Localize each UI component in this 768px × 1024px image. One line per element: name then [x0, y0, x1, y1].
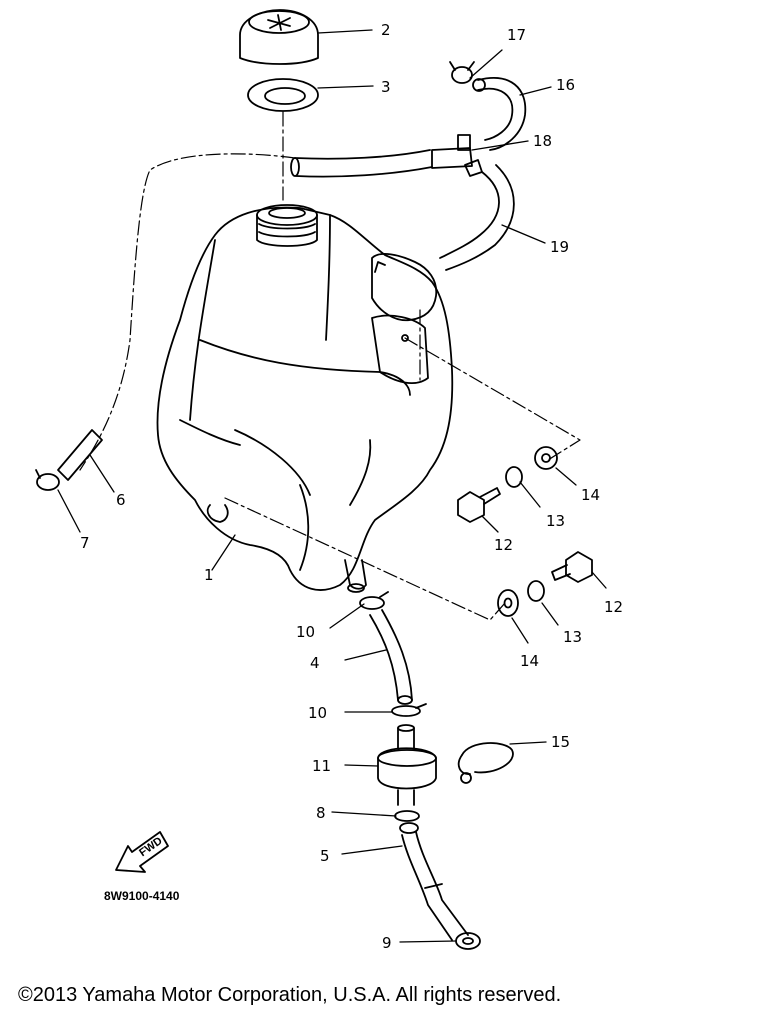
callout-13: 13: [563, 628, 582, 646]
hose-16: [472, 77, 527, 151]
fwd-arrow: [115, 831, 169, 873]
hose-5: [401, 831, 469, 941]
callout-10: 10: [308, 704, 327, 722]
washer-14-upper: [534, 446, 558, 470]
callout-2: 2: [381, 21, 391, 39]
callout-11: 11: [312, 757, 331, 775]
clamp-7: [35, 469, 60, 491]
hose-4: [369, 609, 413, 705]
fuel-cap: [239, 9, 319, 65]
callout-13: 13: [546, 512, 565, 530]
vent-hose-top: [290, 149, 433, 178]
drawing-code: 8W9100-4140: [104, 889, 180, 903]
clamp-15: [457, 742, 514, 784]
callout-8: 8: [316, 804, 326, 822]
clamp-8: [394, 810, 420, 834]
callout-14: 14: [581, 486, 600, 504]
leader-lines: [79, 111, 581, 621]
washer-13-lower: [527, 580, 545, 602]
callout-4: 4: [310, 654, 320, 672]
callout-19: 19: [550, 238, 569, 256]
callout-leaders: [57, 29, 607, 943]
callout-9: 9: [382, 934, 392, 952]
callout-17: 17: [507, 26, 526, 44]
callout-3: 3: [381, 78, 391, 96]
fwd-label: FWD: [137, 835, 164, 859]
callout-15: 15: [551, 733, 570, 751]
clamp-10-upper: [359, 591, 389, 610]
washer-13-upper: [505, 466, 523, 488]
t-joint: [431, 134, 483, 177]
callout-12: 12: [604, 598, 623, 616]
fuel-tank: [156, 204, 454, 593]
callout-12: 12: [494, 536, 513, 554]
hose-6: [57, 429, 103, 481]
copyright-notice: ©2013 Yamaha Motor Corporation, U.S.A. A…: [18, 984, 562, 1006]
callout-numbers: 1 2 3 4 5 6 7 8 9 10 10 11 12 12 13 13 1…: [80, 21, 623, 952]
callout-7: 7: [80, 534, 90, 552]
callout-6: 6: [116, 491, 126, 509]
washer-14-lower: [497, 589, 519, 617]
clip-17: [449, 61, 475, 84]
bolt-12-upper: [457, 487, 501, 523]
bolt-12-lower: [551, 551, 593, 583]
fuel-filter: [377, 724, 437, 806]
cap-gasket: [247, 78, 319, 112]
callout-5: 5: [320, 847, 330, 865]
clamp-10-lower: [391, 703, 427, 717]
callout-10: 10: [296, 623, 315, 641]
hose-19: [439, 164, 515, 271]
callout-1: 1: [204, 566, 214, 584]
callout-18: 18: [533, 132, 552, 150]
callout-14: 14: [520, 652, 539, 670]
callout-16: 16: [556, 76, 575, 94]
